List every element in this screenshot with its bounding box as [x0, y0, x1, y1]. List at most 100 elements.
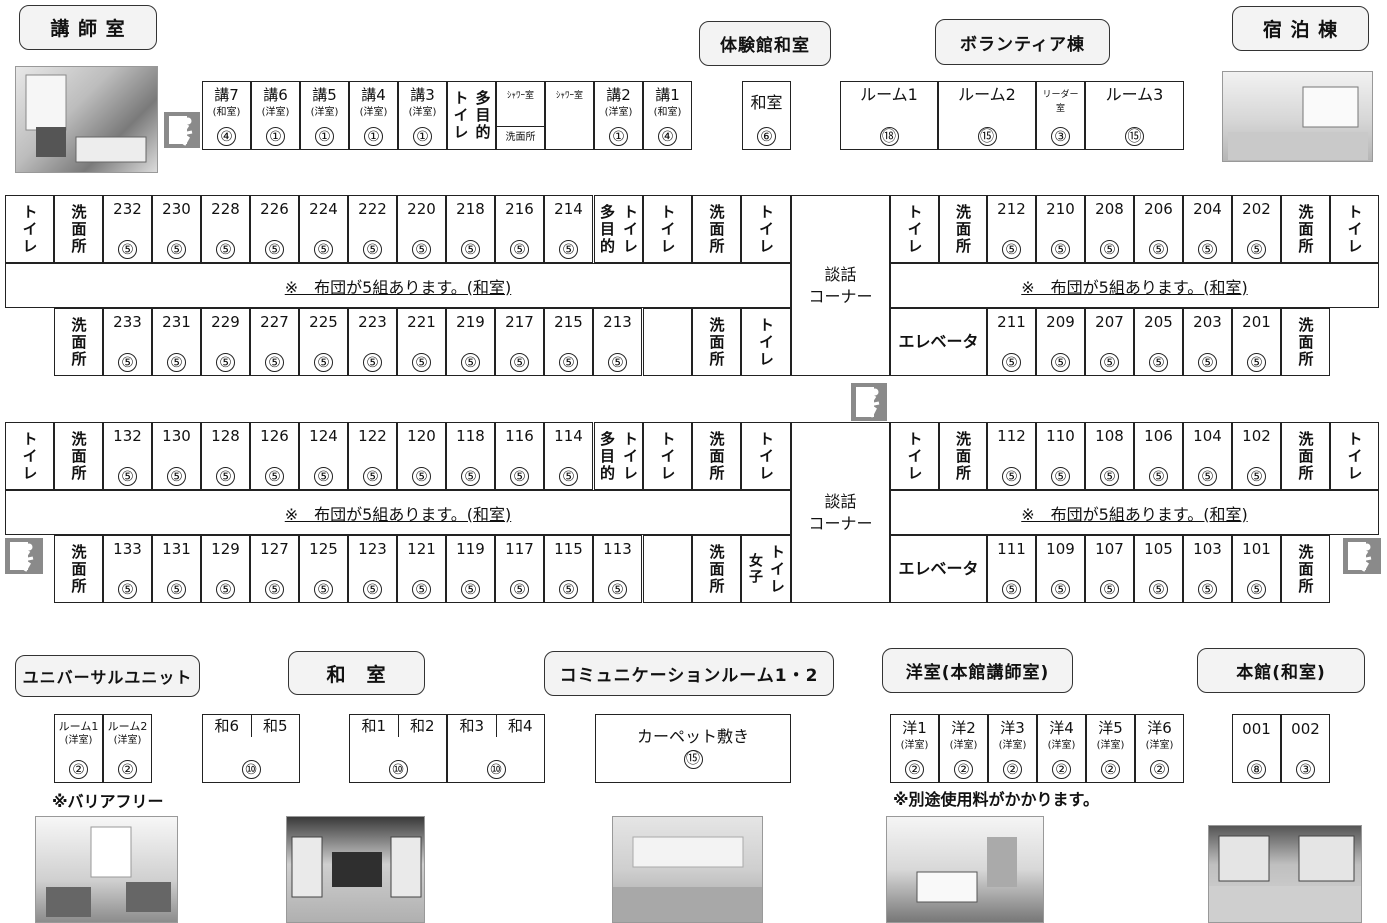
- senmenjo[interactable]: 洗面所: [54, 195, 103, 263]
- senmenjo[interactable]: 洗面所: [692, 195, 741, 263]
- senmenjo[interactable]: 洗面所: [496, 126, 545, 150]
- senmenjo[interactable]: 洗面所: [939, 422, 987, 490]
- senmenjo[interactable]: 洗面所: [1281, 195, 1330, 263]
- senmenjo[interactable]: 洗面所: [692, 535, 741, 603]
- koushi-room[interactable]: 講2(洋室)①: [594, 81, 643, 150]
- toilet[interactable]: トイレ: [741, 422, 791, 490]
- senmenjo[interactable]: 洗面所: [1281, 422, 1330, 490]
- koushi-room[interactable]: 講3(洋室)①: [398, 81, 447, 150]
- elevator[interactable]: エレベータ: [890, 308, 987, 376]
- senmenjo[interactable]: 洗面所: [1281, 535, 1330, 603]
- senmenjo[interactable]: 洗面所: [54, 422, 103, 490]
- danwa-corner[interactable]: 談話 コーナー: [791, 422, 890, 603]
- toilet[interactable]: トイレ: [643, 195, 692, 263]
- senmenjo[interactable]: 洗面所: [692, 308, 741, 376]
- toilet[interactable]: トイレ: [5, 195, 54, 263]
- koushi-room[interactable]: 講1(和室)④: [643, 81, 692, 150]
- senmenjo[interactable]: 洗面所: [692, 422, 741, 490]
- senmenjo[interactable]: 洗面所: [54, 535, 103, 603]
- universal-room[interactable]: ルーム1(洋室)②: [54, 714, 103, 783]
- koushi-room[interactable]: 講5(洋室)①: [300, 81, 349, 150]
- multipurpose-toilet[interactable]: トイレ多目的: [594, 195, 643, 263]
- toilet[interactable]: トイレ: [741, 308, 791, 376]
- multipurpose-toilet[interactable]: トイレ多目的: [594, 422, 643, 490]
- koushi-room[interactable]: 講7(和室)④: [202, 81, 251, 150]
- youshitsu-room[interactable]: 洋1(洋室)②: [890, 714, 939, 783]
- koushi-room[interactable]: 講6(洋室)①: [251, 81, 300, 150]
- senmenjo[interactable]: 洗面所: [54, 308, 103, 376]
- multipurpose-toilet[interactable]: 多目的トイレ: [447, 81, 496, 150]
- youshitsu-room[interactable]: 洋6(洋室)②: [1135, 714, 1184, 783]
- toilet[interactable]: トイレ: [890, 195, 939, 263]
- toilet[interactable]: トイレ: [643, 422, 692, 490]
- youshitsu-room[interactable]: 洋2(洋室)②: [939, 714, 988, 783]
- female-toilet[interactable]: トイレ女子: [741, 535, 791, 603]
- senmenjo[interactable]: 洗面所: [1281, 308, 1330, 376]
- youshitsu-room[interactable]: 洋4(洋室)②: [1037, 714, 1086, 783]
- danwa-corner[interactable]: 談話 コーナー: [791, 195, 890, 376]
